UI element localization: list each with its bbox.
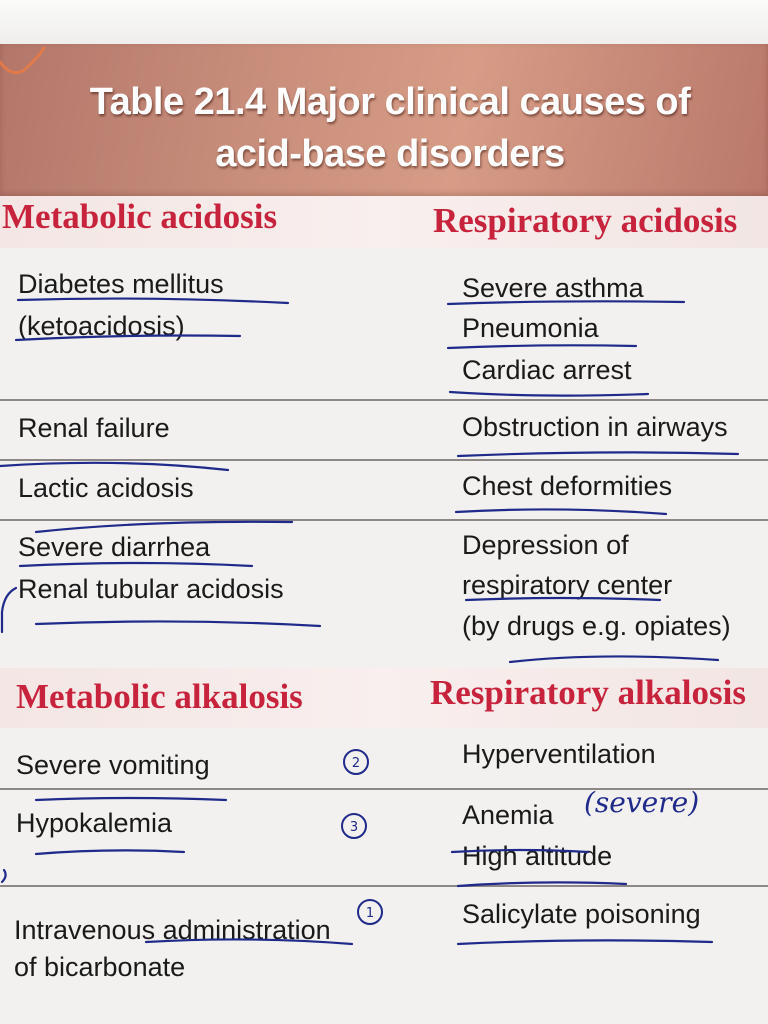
cell-severe-vomiting: Severe vomiting xyxy=(16,750,210,780)
heading-metabolic-alkalosis: Metabolic alkalosis xyxy=(16,677,303,716)
cell-respiratory-center: respiratory center xyxy=(462,570,673,600)
row-divider xyxy=(0,788,768,790)
circled-mark-2 xyxy=(343,749,369,775)
heading-metabolic-acidosis: Metabolic acidosis xyxy=(2,197,278,236)
table-header-band xyxy=(0,44,768,196)
cell-renal-failure: Renal failure xyxy=(18,413,170,443)
cell-by-drugs-opiates: (by drugs e.g. opiates) xyxy=(462,611,731,641)
table-title-line-2: acid-base disorders xyxy=(215,133,565,175)
circled-mark-labels: 2 3 1 xyxy=(350,756,374,921)
cell-severe-diarrhea: Severe diarrhea xyxy=(18,532,211,562)
cell-ketoacidosis: (ketoacidosis) xyxy=(18,311,185,341)
cell-of-bicarbonate: of bicarbonate xyxy=(14,952,186,982)
circled-mark-label: 3 xyxy=(350,820,358,835)
row-divider xyxy=(0,459,768,461)
alkalosis-heading-band xyxy=(0,668,768,728)
row-divider xyxy=(0,885,768,887)
cell-diabetes-mellitus: Diabetes mellitus xyxy=(18,269,224,299)
heading-respiratory-acidosis: Respiratory acidosis xyxy=(433,201,738,240)
cell-hyperventilation: Hyperventilation xyxy=(462,739,656,769)
circled-mark-1 xyxy=(357,899,383,925)
table-title-line-1: Table 21.4 Major clinical causes of xyxy=(89,81,691,123)
cell-intravenous-administration: Intravenous administration xyxy=(14,915,331,945)
page-top-margin xyxy=(0,0,768,44)
row-divider xyxy=(0,399,768,401)
cell-chest-deformities: Chest deformities xyxy=(462,471,673,501)
cell-lactic-acidosis: Lactic acidosis xyxy=(18,473,194,503)
acidosis-heading-band xyxy=(0,196,768,248)
cell-hypokalemia: Hypokalemia xyxy=(16,808,173,838)
column-separator-dots xyxy=(288,224,399,977)
heading-respiratory-alkalosis: Respiratory alkalosis xyxy=(430,673,746,712)
cell-severe-asthma: Severe asthma xyxy=(462,273,644,303)
cell-salicylate-poisoning: Salicylate poisoning xyxy=(462,899,701,929)
cell-obstruction-in-airways: Obstruction in airways xyxy=(462,412,728,442)
table-title: Table 21.4 Major clinical causes of acid… xyxy=(40,76,740,180)
cell-depression-of: Depression of xyxy=(462,530,629,560)
cell-renal-tubular-acidosis: Renal tubular acidosis xyxy=(18,574,284,604)
cell-cardiac-arrest: Cardiac arrest xyxy=(462,355,632,385)
circled-mark-label: 2 xyxy=(352,756,360,771)
cell-anemia: Anemia xyxy=(462,800,554,830)
circled-mark-label: 1 xyxy=(366,906,374,921)
row-divider xyxy=(0,519,768,521)
pen-bracket-marks xyxy=(0,586,18,884)
circled-mark-3 xyxy=(341,813,367,839)
cell-pneumonia: Pneumonia xyxy=(462,313,599,343)
pen-circled-marks xyxy=(341,749,383,925)
cell-high-altitude: High altitude xyxy=(462,841,613,871)
handwritten-severe-note: (severe) xyxy=(584,786,699,819)
